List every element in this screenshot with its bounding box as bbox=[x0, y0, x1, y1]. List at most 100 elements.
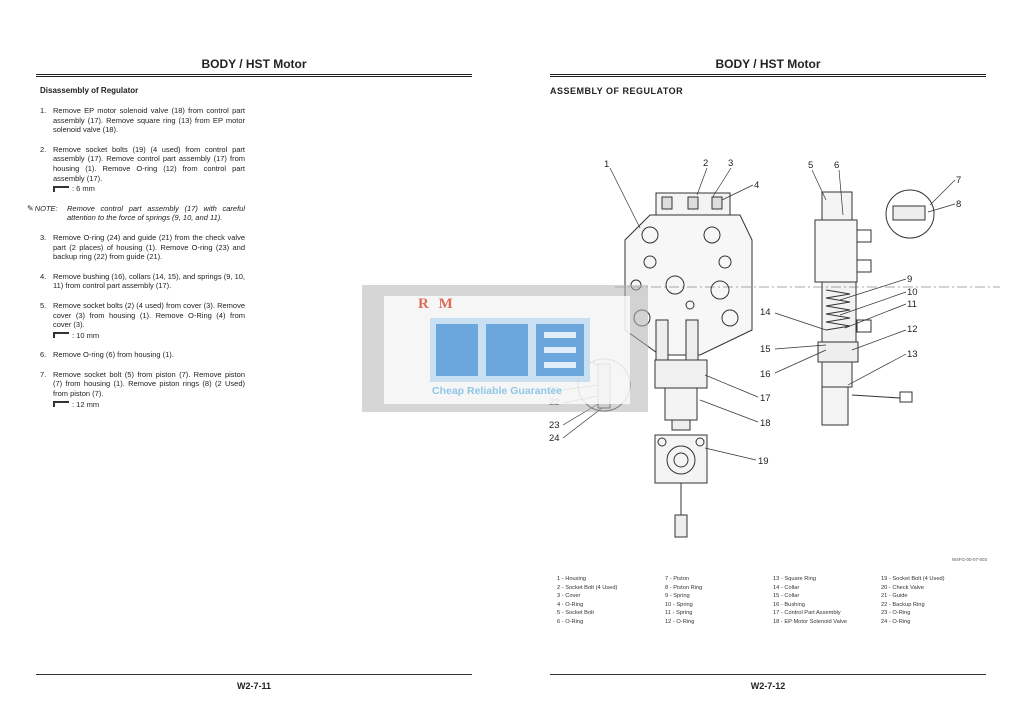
callout-3: 3 bbox=[728, 158, 733, 169]
step-4: 4. Remove bushing (16), collars (14, 15)… bbox=[40, 272, 245, 291]
legend-item: 9 - Spring bbox=[665, 593, 690, 600]
page-number: W2-7-11 bbox=[236, 681, 271, 691]
disassembly-steps: 1. Remove EP motor solenoid valve (18) f… bbox=[27, 106, 245, 419]
step-number: 4. bbox=[40, 271, 47, 281]
legend-item: 15 - Collar bbox=[773, 593, 800, 600]
callout-15: 15 bbox=[760, 344, 771, 355]
hex-wrench-icon bbox=[53, 185, 69, 192]
callout-9: 9 bbox=[907, 274, 912, 285]
step-3: 3. Remove O-ring (24) and guide (21) fro… bbox=[40, 233, 245, 262]
page-header: BODY / HST Motor bbox=[715, 57, 821, 71]
legend-column: 19 - Socket Bolt (4 Used) 20 - Check Val… bbox=[881, 575, 989, 627]
callout-24: 24 bbox=[549, 433, 560, 444]
tool-size: : 12 mm bbox=[53, 400, 245, 410]
legend-column: 13 - Square Ring 14 - Collar 15 - Collar… bbox=[773, 575, 881, 627]
header-rule bbox=[36, 74, 472, 77]
callout-16: 16 bbox=[760, 369, 771, 380]
callout-2: 2 bbox=[703, 158, 708, 169]
step-6: 6. Remove O-ring (6) from housing (1). bbox=[40, 350, 245, 360]
page-header: BODY / HST Motor bbox=[201, 57, 307, 71]
callout-10: 10 bbox=[907, 287, 918, 298]
right-page: BODY / HST Motor ASSEMBLY OF REGULATOR W… bbox=[511, 0, 1022, 726]
legend-column: 7 - Piston 8 - Piston Ring 9 - Spring 10… bbox=[665, 575, 773, 627]
callout-23: 23 bbox=[549, 420, 560, 431]
step-number: 6. bbox=[40, 350, 47, 360]
callout-13: 13 bbox=[907, 349, 918, 360]
section-title: ASSEMBLY OF REGULATOR bbox=[550, 86, 684, 96]
watermark-logo-icon bbox=[430, 318, 590, 382]
pencil-icon: ✎ bbox=[27, 203, 34, 213]
legend-item: 24 - O-Ring bbox=[881, 618, 911, 625]
figure-code: W4FG-00-07-003 bbox=[952, 557, 988, 562]
step-7: 7. Remove socket bolt (5) from piston (7… bbox=[40, 370, 245, 409]
step-5: 5. Remove socket bolts (2) (4 used) from… bbox=[40, 301, 245, 340]
step-number: 2. bbox=[40, 144, 47, 154]
legend-item: 12 - O-Ring bbox=[665, 618, 695, 625]
legend-item: 5 - Socket Bolt bbox=[557, 610, 594, 617]
step-number: 1. bbox=[40, 106, 47, 115]
footer-rule bbox=[550, 674, 986, 675]
legend-item: 17 - Control Part Assembly bbox=[773, 610, 841, 617]
callout-1: 1 bbox=[604, 159, 609, 170]
callout-5: 5 bbox=[808, 160, 813, 171]
callout-12: 12 bbox=[907, 324, 918, 335]
page-number: W2-7-12 bbox=[750, 681, 786, 691]
tool-size-text: : 6 mm bbox=[72, 184, 95, 194]
legend-item: 1 - Housing bbox=[557, 576, 587, 582]
legend-item: 11 - Spring bbox=[665, 610, 693, 617]
legend-column: 1 - Housing 2 - Socket Bolt (4 Used) 3 -… bbox=[557, 575, 665, 627]
tool-size: : 6 mm bbox=[53, 184, 245, 194]
tool-size-text: : 12 mm bbox=[72, 399, 100, 409]
legend-item: 14 - Collar bbox=[773, 584, 800, 591]
note: ✎NOTE: Remove control part assembly (17)… bbox=[27, 204, 245, 223]
callout-17: 17 bbox=[760, 393, 771, 404]
header-rule bbox=[550, 74, 986, 77]
note-label: ✎NOTE: bbox=[27, 203, 58, 213]
step-number: 3. bbox=[40, 232, 47, 242]
watermark-tagline: Cheap Reliable Guarantee bbox=[432, 385, 563, 397]
step-text: Remove O-ring (24) and guide (21) from t… bbox=[53, 232, 245, 262]
legend-item: 4 - O-Ring bbox=[557, 601, 584, 608]
regulator-side-view bbox=[814, 189, 935, 426]
step-text: Remove EP motor solenoid valve (18) from… bbox=[53, 106, 245, 135]
callout-18: 18 bbox=[760, 418, 771, 429]
watermark-letters: R M bbox=[418, 296, 456, 312]
step-1: 1. Remove EP motor solenoid valve (18) f… bbox=[40, 106, 245, 135]
legend-item: 23 - O-Ring bbox=[881, 610, 911, 617]
hex-wrench-icon bbox=[53, 332, 69, 339]
hex-wrench-icon bbox=[53, 401, 69, 408]
left-page: BODY / HST Motor Disassembly of Regulato… bbox=[27, 57, 472, 691]
callout-4: 4 bbox=[754, 180, 759, 191]
legend-item: 16 - Bushing bbox=[773, 601, 805, 608]
legend-item: 2 - Socket Bolt (4 Used) bbox=[557, 584, 618, 591]
footer-rule bbox=[36, 674, 472, 675]
step-text: Remove bushing (16), collars (14, 15), a… bbox=[53, 271, 245, 291]
step-text: Remove socket bolts (2) (4 used) from co… bbox=[53, 300, 245, 330]
callout-11: 11 bbox=[907, 299, 917, 310]
callout-14: 14 bbox=[760, 307, 771, 318]
legend-item: 22 - Backup Ring bbox=[881, 601, 925, 608]
step-number: 5. bbox=[40, 300, 47, 310]
legend-item: 8 - Piston Ring bbox=[665, 584, 703, 591]
legend-item: 18 - EP Motor Solenoid Valve bbox=[773, 618, 848, 625]
step-text: Remove socket bolt (5) from piston (7). … bbox=[53, 369, 245, 399]
legend-item: 13 - Square Ring bbox=[773, 576, 816, 582]
section-title: Disassembly of Regulator bbox=[40, 86, 139, 95]
step-number: 7. bbox=[40, 369, 47, 379]
step-2: 2. Remove socket bolts (19) (4 used) fro… bbox=[40, 145, 245, 194]
note-text: Remove control part assembly (17) with c… bbox=[67, 203, 245, 223]
tool-size-text: : 10 mm bbox=[72, 330, 100, 340]
parts-legend: 1 - Housing 2 - Socket Bolt (4 Used) 3 -… bbox=[557, 575, 977, 627]
legend-item: 20 - Check Valve bbox=[881, 584, 924, 591]
legend-item: 3 - Cover bbox=[557, 593, 581, 600]
step-text: Remove socket bolts (19) (4 used) from c… bbox=[53, 144, 245, 183]
legend-item: 7 - Piston bbox=[665, 576, 690, 582]
callout-6: 6 bbox=[834, 160, 839, 171]
legend-item: 21 - Guide bbox=[881, 593, 908, 600]
legend-item: 10 - Spring bbox=[665, 601, 693, 608]
legend-item: 19 - Socket Bolt (4 Used) bbox=[881, 576, 945, 582]
callout-8: 8 bbox=[956, 199, 961, 210]
legend-item: 6 - O-Ring bbox=[557, 618, 584, 625]
callout-19: 19 bbox=[758, 456, 769, 467]
step-text: Remove O-ring (6) from housing (1). bbox=[53, 350, 174, 360]
